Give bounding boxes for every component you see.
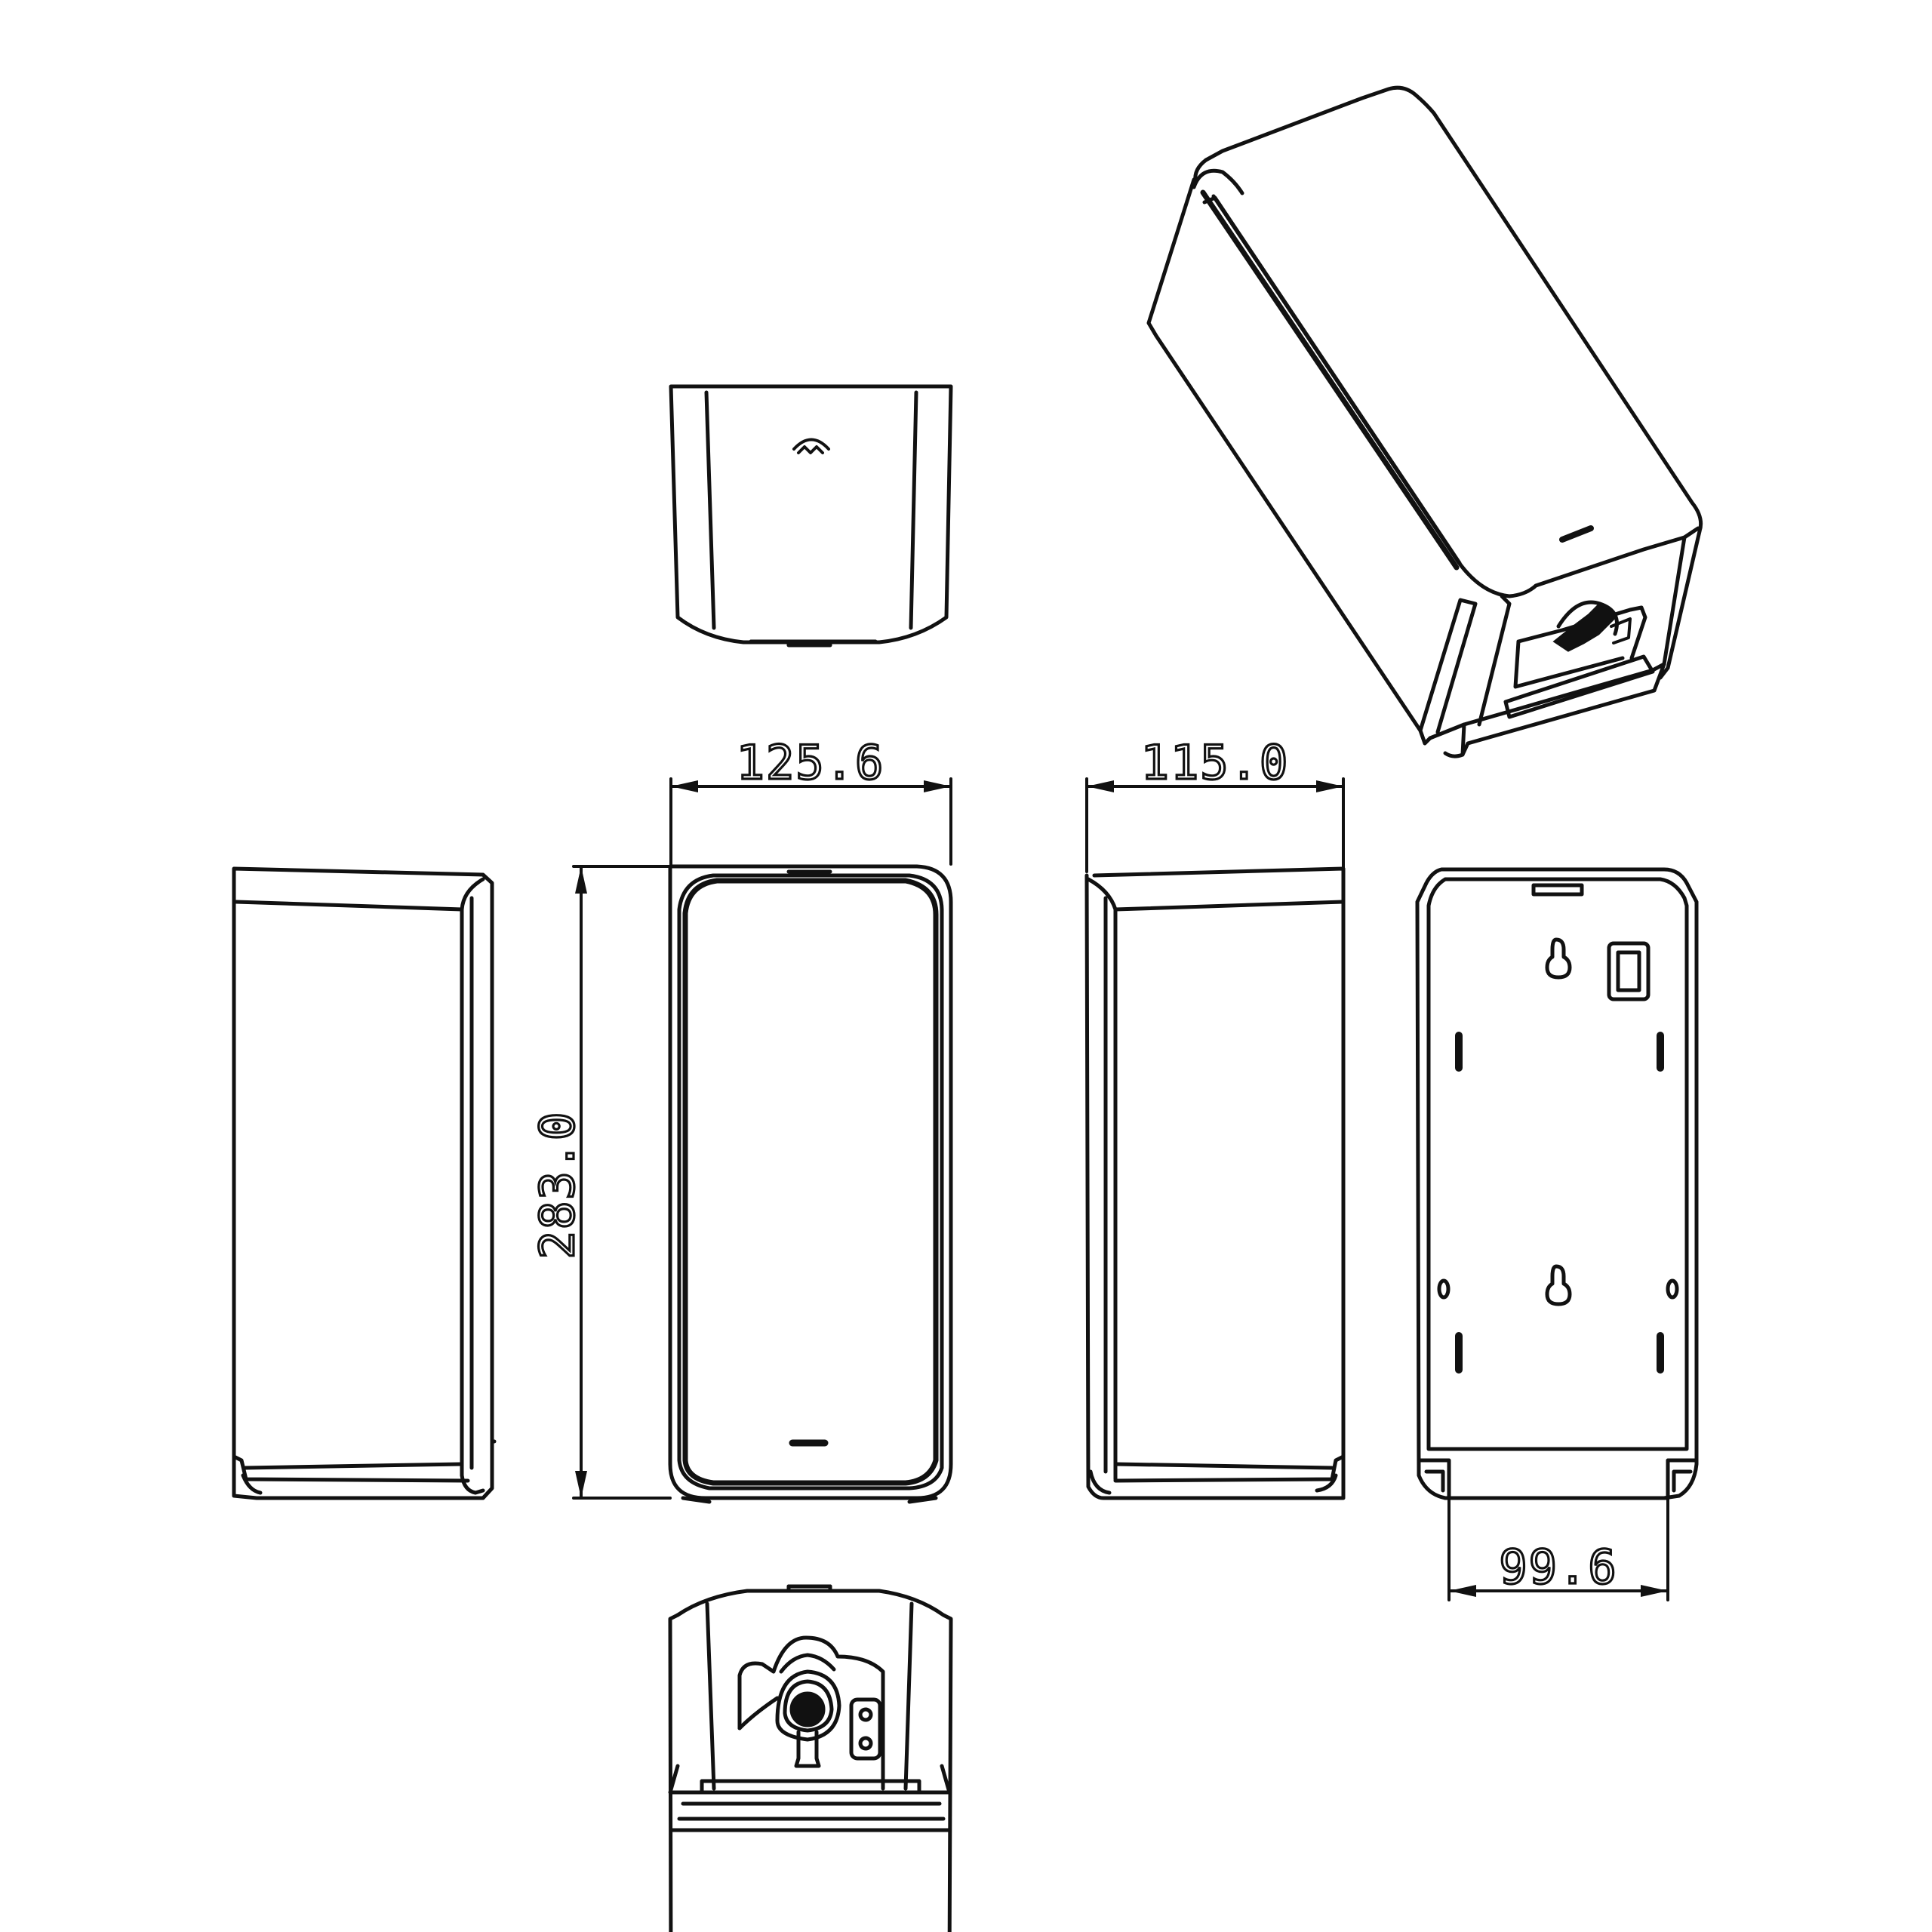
top-view-slot-mark — [792, 438, 830, 454]
back-view — [1415, 867, 1699, 1500]
isometric-view — [1146, 85, 1703, 758]
bottom-view — [668, 1584, 953, 1932]
dimension-mount-spacing: 99.6 — [1447, 1497, 1669, 1601]
mount-spacing-dimension-label: 99.6 — [1499, 1540, 1617, 1595]
top-view — [669, 384, 953, 648]
dimension-width: 125.6 — [669, 734, 952, 866]
dimension-height: 283.0 — [528, 865, 672, 1500]
left-side-view — [232, 866, 497, 1500]
front-view — [668, 864, 953, 1504]
width-dimension-label: 125.6 — [737, 735, 885, 790]
right-side-view — [1084, 866, 1346, 1500]
height-dimension-label: 283.0 — [530, 1111, 585, 1260]
dimension-depth: 115.0 — [1085, 734, 1345, 873]
depth-dimension-label: 115.0 — [1141, 735, 1290, 790]
